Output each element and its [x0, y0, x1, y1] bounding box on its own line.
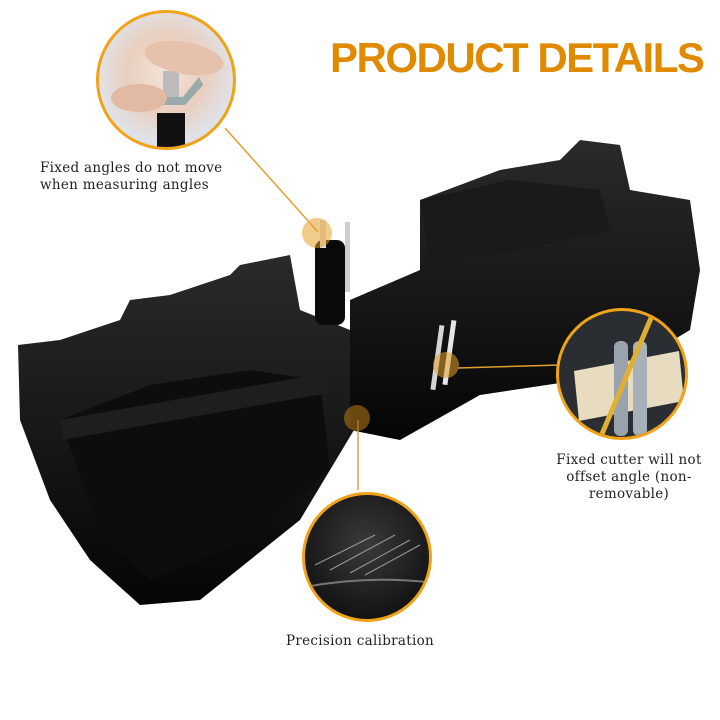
callout-fixed-cutter: Fixed cutter will not offset angle (non-… — [540, 452, 718, 503]
callout-fixed-angles: Fixed angles do not move when measuring … — [40, 160, 222, 194]
detail-circle-cutter — [556, 308, 688, 440]
callout-line: Fixed cutter will not — [556, 452, 702, 468]
callout-precision: Precision calibration — [286, 633, 434, 650]
calibration-scale-photo-icon — [305, 534, 429, 588]
wing-nut-photo-icon — [111, 40, 224, 147]
callout-line: offset angle (non- — [566, 469, 692, 485]
page-title: PRODUCT DETAILS — [330, 34, 705, 81]
callout-line: Precision calibration — [286, 633, 435, 649]
callout-line: removable) — [588, 486, 670, 502]
callout-line: Fixed angles do not move — [40, 160, 223, 176]
detail-circle-wing-nut — [96, 10, 236, 150]
callout-line: when measuring angles — [40, 177, 210, 193]
cutter-pins-photo-icon — [574, 311, 684, 437]
highlight-dot-calibration — [344, 405, 370, 431]
detail-circle-calibration — [302, 492, 432, 622]
highlight-dot-cutter — [433, 352, 459, 378]
highlight-dot-post — [302, 218, 332, 248]
